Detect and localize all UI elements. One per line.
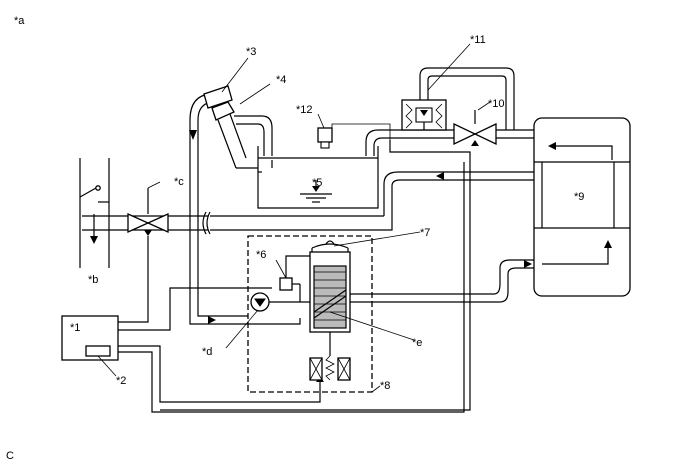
control-wiring (118, 140, 471, 413)
label-6: *6 (256, 249, 266, 261)
cylinder-9 (533, 117, 631, 297)
label-e: *e (412, 337, 422, 349)
label-d: *d (202, 346, 212, 358)
filler-neck-3 (203, 85, 258, 169)
label-8: *8 (380, 380, 390, 392)
left-switch-assembly (79, 158, 110, 268)
callout-labels: *a *b *c *d *e *1 *2 *3 *4 *5 *6 *7 *8 *… (6, 15, 584, 462)
solenoid-spring (309, 355, 351, 381)
label-12: *12 (296, 104, 313, 116)
label-10: *10 (488, 98, 505, 110)
pump-unit-8 (247, 235, 373, 393)
valve-c (127, 188, 169, 286)
leader-lines (97, 43, 491, 393)
left-horizontal-pipe (82, 211, 384, 235)
label-a: *a (14, 15, 25, 27)
valve-10 (453, 110, 497, 146)
label-9: *9 (574, 191, 584, 203)
label-3: *3 (246, 46, 256, 58)
label-7: *7 (420, 227, 430, 239)
pipe-4 (234, 115, 273, 156)
upper-right-pipes (271, 129, 534, 231)
corner-mark: C (6, 450, 14, 462)
pump-d (250, 292, 310, 325)
label-b: *b (88, 274, 98, 286)
lower-right-pipe (350, 259, 534, 303)
label-11: *11 (470, 34, 486, 46)
sensor-12 (317, 123, 391, 149)
reservoir-5 (257, 146, 379, 209)
label-4: *4 (276, 74, 286, 86)
label-c: *c (174, 176, 184, 188)
label-5: *5 (312, 177, 322, 189)
relief-valve-11 (401, 67, 515, 131)
ecu-1 (61, 315, 119, 361)
label-1: *1 (70, 322, 80, 334)
piston-e (309, 240, 351, 356)
label-2: *2 (116, 375, 126, 387)
sensor-6 (279, 255, 312, 302)
